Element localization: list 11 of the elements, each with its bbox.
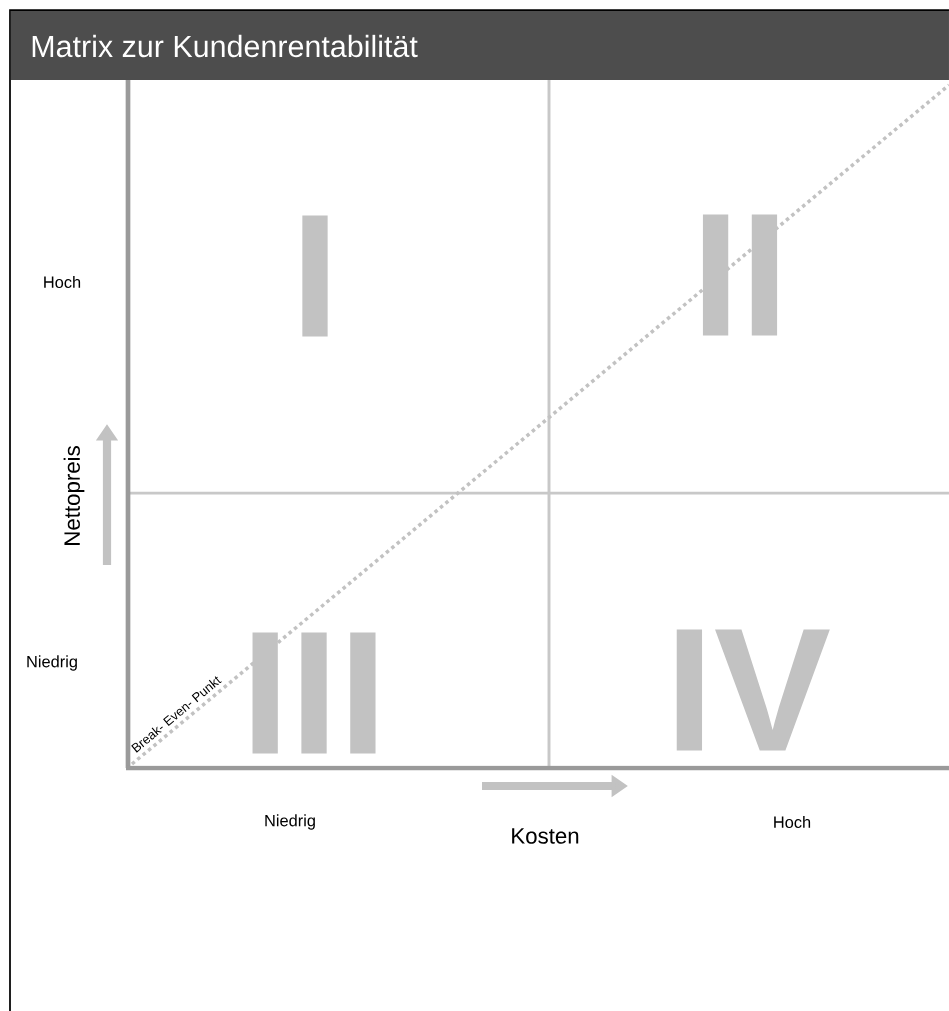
- axis-title: Nettopreis: [63, 446, 85, 545]
- axis-level-label: Hoch: [44, 276, 81, 289]
- quadrant-numeral: IV: [676, 629, 830, 751]
- axis-level-label: Niedrig: [265, 814, 315, 830]
- axis-level-label: Niedrig: [27, 655, 77, 671]
- axis-level-label: Hoch: [774, 816, 811, 829]
- quadrant-numeral: I: [302, 215, 328, 337]
- axis-title: Kosten: [512, 828, 579, 844]
- title-bar: Matrix zur Kundenrentabilität: [11, 11, 949, 80]
- quadrant-numeral: II: [702, 214, 778, 336]
- quadrant-numeral: III: [252, 632, 376, 754]
